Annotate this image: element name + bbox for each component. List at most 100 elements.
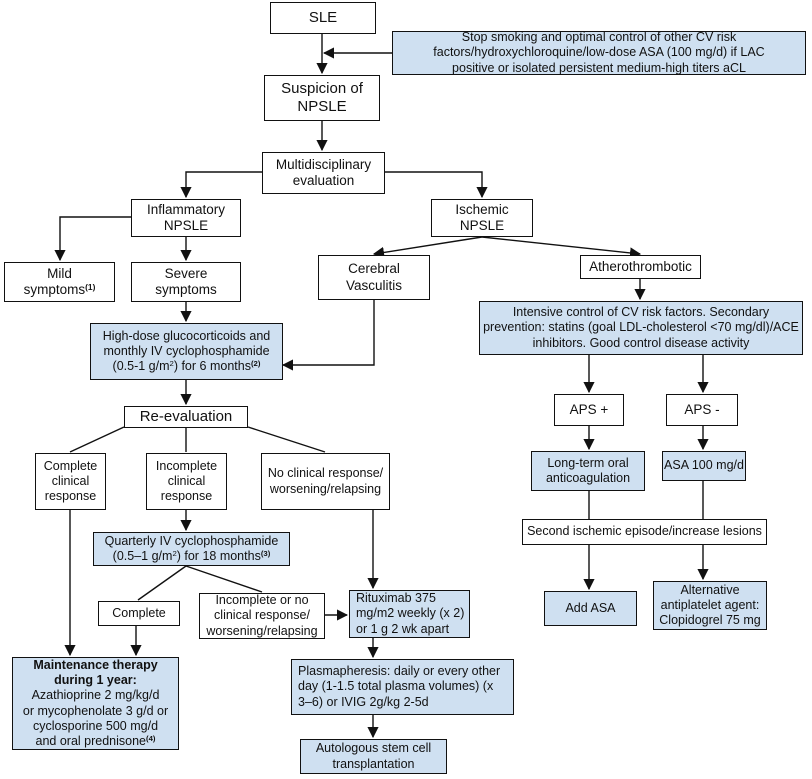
arrow-multi-ischemic [385,171,488,199]
add-asa-label: Add ASA [565,600,616,615]
maintenance-line3: Azathioprine 2 mg/kg/d [31,688,160,703]
alternative-line1: Alternative [680,582,740,597]
node-suspicion: Suspicion of NPSLE [264,75,380,121]
node-atherothrombotic: Atherothrombotic [580,255,701,279]
cerebral-line2: Vasculitis [345,277,403,293]
aps-minus-label: APS - [684,401,720,417]
intensive-line2: prevention: statins (goal LDL-cholestero… [483,320,799,335]
incompleteno-line2: clinical response/ [214,608,310,623]
mild-note: (1) [85,281,96,292]
highdose-line3: (0.5-1 g/m2) for 6 months(2) [113,359,261,374]
asa100-label: ASA 100 mg/d [664,458,744,473]
stop-smoking-line2: factors/hydroxychloroquine/low-dose ASA … [433,45,765,60]
node-autologous: Autologous stem cell transplantation [300,739,447,774]
second-ischemic-label: Second ischemic episode/increase lesions [527,524,762,539]
line-quarterly-incomplete [185,565,263,593]
longterm-line2: anticoagulation [545,471,631,485]
plasma-line2: day (1-1.5 total plasma volumes) (x [298,679,494,694]
maintenance-line1: Maintenance therapy [33,657,158,672]
incompleteno-line3: worsening/relapsing [206,623,318,638]
multi-line1: Multidisciplinary [275,156,372,172]
ischemic-line2: NPSLE [459,218,505,233]
multi-line2: evaluation [292,173,355,188]
node-incomplete-no: Incomplete or no clinical response/ wors… [199,593,325,639]
node-complete-response: Complete clinical response [35,453,106,510]
node-mild: Mild symptoms(1) [4,262,115,302]
noresp-line2: worsening/relapsing [269,481,382,496]
complete-resp-line1: Complete [43,458,98,473]
rituximab-line2: mg/m2 weekly (x 2) [356,606,465,621]
mild-line2: symptoms(1) [24,282,96,298]
node-add-asa: Add ASA [544,591,637,626]
mild-line1: Mild [47,265,72,281]
maintenance-line4: or mycophenolate 3 g/d or [22,703,169,718]
complete-resp-line2: clinical [51,473,90,488]
intensive-line1: Intensive control of CV risk factors. Se… [512,305,770,320]
node-alternative: Alternative antiplatelet agent: Clopidog… [653,581,767,630]
aps-plus-label: APS + [569,401,609,417]
cerebral-line1: Cerebral [348,261,400,277]
stop-smoking-line3: positive or isolated persistent medium-h… [452,60,746,75]
alternative-line3: Clopidogrel 75 mg [659,613,761,628]
node-cerebral: Cerebral Vasculitis [318,255,430,300]
alternative-line2: antiplatelet agent: [660,597,760,612]
node-quarterly: Quarterly IV cyclophosphamide (0.5–1 g/m… [93,532,290,566]
stop-smoking-line1: Stop smoking and optimal control of othe… [461,30,737,45]
node-intensive-control: Intensive control of CV risk factors. Se… [479,301,803,355]
node-plasmapheresis: Plasmapheresis: daily or every other day… [291,659,514,715]
node-complete: Complete [98,601,180,626]
node-ischemic: Ischemic NPSLE [431,199,533,237]
reevaluation-label: Re-evaluation [139,407,233,425]
node-multidisciplinary: Multidisciplinary evaluation [262,152,385,194]
highdose-line3a: (0.5-1 g/m [112,359,170,374]
arrow-isch-athero [481,236,642,259]
node-severe: Severe symptoms [131,262,241,302]
inflammatory-line1: Inflammatory [146,201,226,217]
complete-resp-line3: response [44,489,97,504]
node-stop-smoking: Stop smoking and optimal control of othe… [392,30,806,75]
highdose-line1: High-dose glucocorticoids and [102,328,271,343]
quarterly-line2a: (0.5–1 g/m [112,549,173,563]
node-inflammatory: Inflammatory NPSLE [131,199,241,237]
arrow-infl-mild [54,216,131,262]
maintenance-line6-text: and oral prednisone [35,734,147,748]
rituximab-line3: or 1 g 2 wk apart [356,621,450,636]
quarterly-line2b: ) for 18 months [176,549,261,563]
quarterly-line2: (0.5–1 g/m2) for 18 months(3) [113,549,271,564]
suspicion-line1: Suspicion of [281,79,363,97]
inflammatory-line2: NPSLE [163,218,209,233]
plasma-line1: Plasmapheresis: daily or every other [298,664,501,679]
noresp-line1: No clinical response/ [267,466,384,481]
severe-line1: Severe [164,265,208,281]
mild-line2-text: symptoms [23,282,86,297]
highdose-line3b: ) for 6 months [173,359,251,374]
incomplete-resp-line2: clinical [167,473,206,488]
node-aps-minus: APS - [666,394,738,426]
quarterly-note: (3) [260,549,271,559]
incomplete-resp-line1: Incomplete [155,458,218,473]
arrow-multi-inflammatory [180,171,262,199]
node-reevaluation: Re-evaluation [124,406,248,428]
node-long-term: Long-term oral anticoagulation [531,451,645,491]
arrow-cerebral-highdose [281,300,375,371]
node-sle: SLE [270,2,376,34]
node-aps-plus: APS + [554,394,624,426]
atherothrombotic-label: Atherothrombotic [589,258,692,274]
maintenance-line2: during 1 year: [54,673,137,687]
quarterly-line1: Quarterly IV cyclophosphamide [104,533,279,548]
ischemic-line1: Ischemic [455,201,509,217]
node-maintenance: Maintenance therapy during 1 year: Azath… [12,657,179,750]
line-quarterly-complete [137,565,187,601]
autologous-line1: Autologous stem cell [315,741,432,756]
node-rituximab: Rituximab 375 mg/m2 weekly (x 2) or 1 g … [349,590,470,638]
maintenance-note: (4) [146,734,156,744]
node-second-ischemic: Second ischemic episode/increase lesions [522,519,767,545]
rituximab-line1: Rituximab 375 [356,591,436,606]
plasma-line3: 3–6) or IVIG 2g/kg 2-5d [298,694,429,709]
highdose-line2: monthly IV cyclophosphamide [103,343,270,358]
severe-line2: symptoms [155,282,217,297]
line-reeval-complete [69,426,125,453]
autologous-line2: transplantation [332,756,415,771]
quarterly-sup: 2 [172,549,177,559]
